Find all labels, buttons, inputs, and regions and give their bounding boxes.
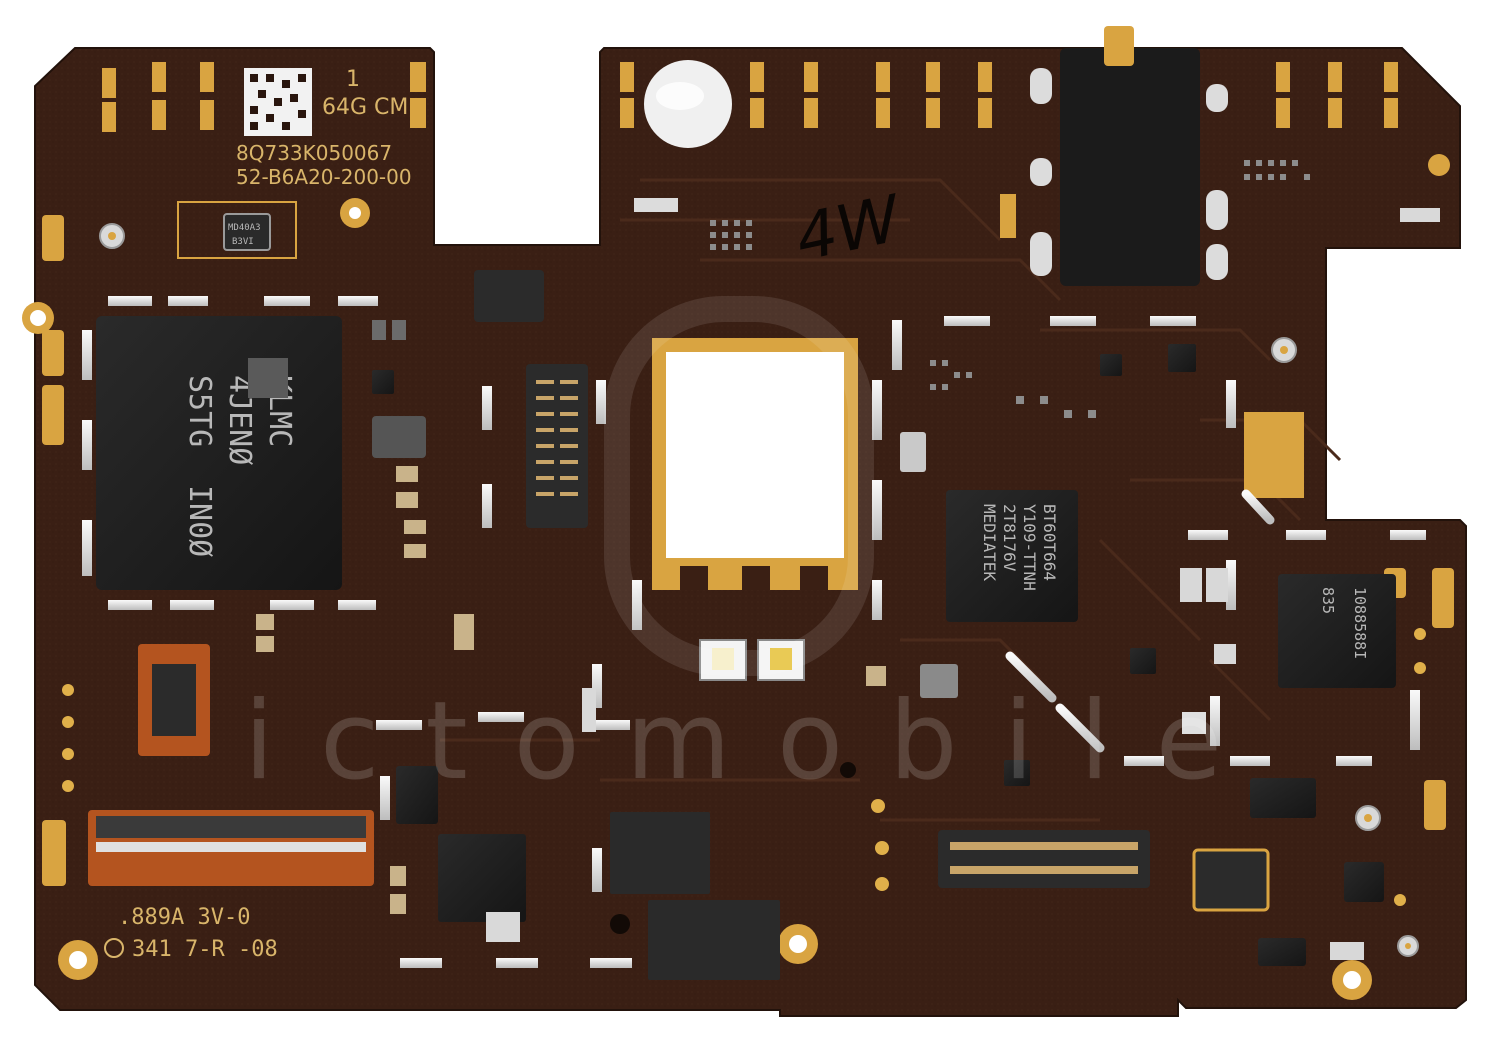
emmc-label-4: IN0Ø: [182, 485, 217, 557]
oscillator-label-2: B3VI: [232, 237, 254, 247]
test-points: [62, 628, 1426, 906]
oscillator-frame: [177, 201, 297, 259]
crystals: [900, 432, 958, 698]
rev-label: 1: [346, 67, 360, 92]
oscillator-label-1: MD40A3: [228, 223, 261, 233]
capacity-label: 64G CM: [322, 95, 408, 120]
smd-array: [710, 160, 1310, 418]
soc-label-2: 2T8176V: [1000, 504, 1019, 572]
code-label-b: 341 7-R -08: [132, 937, 278, 962]
sticker-highlight: [656, 82, 704, 110]
shield-clips: [82, 296, 1426, 968]
diagonal-shield-clips: [1005, 489, 1275, 753]
top-edge-contacts: [102, 62, 1398, 132]
part-number-label: 52-B6A20-200-00: [236, 165, 412, 189]
antenna-connectors: [99, 223, 1419, 957]
emmc-datamatrix: [248, 358, 288, 398]
pcb-traces: [440, 178, 1342, 822]
emmc-memory-chip: [96, 316, 342, 590]
pmic-label-1: 1088588I: [1351, 587, 1369, 659]
serial-label: 8Q733K050067: [236, 141, 392, 165]
mediatek-soc-chip: [946, 490, 1078, 622]
flex-connectors: [88, 644, 374, 886]
soc-label-4: BT60T664: [1040, 504, 1059, 581]
headphone-jack-pin: [1104, 26, 1134, 66]
pmic-label-2: 835: [1319, 587, 1337, 614]
mounting-holes: [22, 198, 1372, 1000]
oscillator-chip: [223, 213, 271, 251]
soc-label-3: Y109-TTNH: [1020, 504, 1039, 591]
camera-cutout: [666, 352, 844, 558]
cert-mark: [104, 938, 124, 958]
jack-solder-lugs: [1030, 68, 1228, 280]
emmc-label-3: S5TG: [182, 375, 217, 447]
b2b-connectors: [474, 270, 1270, 912]
cutout-gold-teeth: [680, 566, 828, 590]
pmic-chip: [1278, 574, 1396, 688]
misc-ics: [372, 344, 1384, 980]
flash-leds: [699, 639, 805, 681]
datamatrix-pattern: [250, 74, 306, 130]
passive-components: [256, 154, 1450, 960]
code-label-a: .889A 3V-0: [118, 905, 250, 930]
headphone-jack: [1060, 48, 1200, 286]
soc-label-1: MEDIATEK: [980, 504, 999, 581]
gold-shield-pad: [1244, 412, 1304, 498]
